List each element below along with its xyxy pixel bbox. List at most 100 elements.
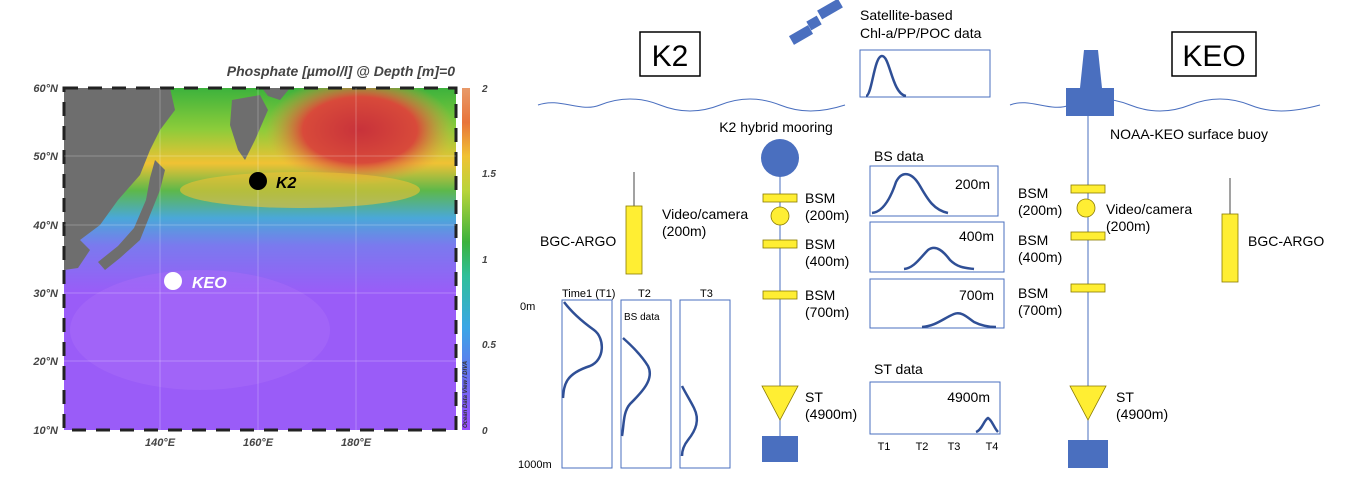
- profile-time1-label: Time1 (T1): [562, 288, 615, 300]
- keo-buoy-tower: [1080, 50, 1102, 88]
- k2-bsm-depth: (200m): [805, 207, 849, 223]
- colorbar: [462, 88, 470, 430]
- satellite-data-panel: [859, 49, 991, 98]
- k2-title-box: [639, 31, 701, 77]
- phosphate-map: Phosphate [µmol/l] @ Depth [m]=0 60°N 50…: [32, 63, 496, 449]
- bs-panel-depth: 400m: [959, 228, 994, 244]
- colorbar-label: 1.5: [482, 169, 496, 180]
- sea-surface-keo: [1009, 98, 1321, 112]
- keo-camera-label: Video/camera: [1106, 201, 1192, 217]
- lat-label: 20°N: [32, 356, 59, 368]
- keo-buoy-hull: [1066, 88, 1114, 116]
- keo-bsm-label: BSM: [1018, 185, 1048, 201]
- k2-bsm-700: [762, 290, 798, 300]
- k2-bgc-argo-label: BGC-ARGO: [540, 233, 616, 249]
- colorbar-label: 0: [482, 426, 488, 437]
- st-time-label: T4: [986, 441, 999, 453]
- lat-label: 60°N: [33, 83, 59, 95]
- keo-title: KEO: [1182, 40, 1245, 73]
- keo-st-label: ST: [1116, 389, 1134, 405]
- keo-bsm-depth: (700m): [1018, 302, 1062, 318]
- satellite-label: Satellite-based: [860, 7, 953, 23]
- keo-bgc-argo-label: BGC-ARGO: [1248, 233, 1324, 249]
- lat-label: 30°N: [33, 288, 59, 300]
- bs-panel-400: [869, 221, 1005, 273]
- bs-curve-400: [903, 246, 975, 271]
- k2-station-label: K2: [276, 175, 297, 192]
- k2-camera-depth: (200m): [662, 223, 706, 239]
- keo-title-box: [1171, 31, 1257, 77]
- map-title: Phosphate [µmol/l] @ Depth [m]=0: [227, 63, 455, 79]
- st-time-label: T1: [878, 441, 891, 453]
- kamchatka-landmass: [230, 95, 268, 160]
- colorbar-label: 1: [482, 255, 488, 266]
- keo-bgc-argo: [1221, 213, 1239, 283]
- satellite-icon: [788, 0, 843, 45]
- profile-curve-t2: [620, 337, 651, 437]
- k2-bsm-200: [762, 193, 798, 203]
- bs-panel-depth: 200m: [955, 176, 990, 192]
- keo-buoy-label: NOAA-KEO surface buoy: [1110, 126, 1268, 142]
- lat-label: 40°N: [32, 220, 59, 232]
- sea-surface-k2: [537, 98, 846, 112]
- k2-mooring-label: K2 hybrid mooring: [719, 119, 833, 135]
- lon-label: 140°E: [145, 437, 176, 449]
- k2-bsm-label: BSM: [805, 190, 835, 206]
- lon-label: 160°E: [243, 437, 274, 449]
- keo-bsm-depth: (400m): [1018, 249, 1062, 265]
- colorbar-label: 2: [481, 84, 488, 95]
- keo-st-depth: (4900m): [1116, 406, 1168, 422]
- k2-station-marker: [249, 172, 267, 190]
- bs-data-label: BS data: [874, 148, 924, 164]
- keo-bsm-700: [1070, 283, 1106, 293]
- keo-anchor: [1068, 440, 1108, 468]
- profile-curve-t3: [680, 385, 699, 457]
- k2-bgc-argo: [625, 205, 643, 275]
- keo-camera: [1076, 198, 1096, 218]
- bs-panel-700: [869, 278, 1005, 329]
- satellite-curve: [864, 54, 907, 98]
- st-curve-4900: [975, 416, 999, 434]
- k2-st-label: ST: [805, 389, 823, 405]
- lat-label: 10°N: [33, 425, 59, 437]
- keo-camera-depth: (200m): [1106, 218, 1150, 234]
- observation-diagram: K2 KEO Satellite-based Chl-a/PP/POC data…: [518, 0, 1324, 471]
- k2-anchor: [762, 436, 798, 462]
- lon-label: 180°E: [341, 437, 372, 449]
- bs-panel-depth: 700m: [959, 287, 994, 303]
- st-time-label: T2: [916, 441, 929, 453]
- profile-box-t1: [561, 299, 613, 469]
- k2-bsm-label: BSM: [805, 236, 835, 252]
- keo-sediment-trap: [1069, 385, 1107, 421]
- colorbar-label: 0.5: [482, 340, 496, 351]
- keo-station-marker: [164, 272, 182, 290]
- japan-landmass: [98, 160, 165, 270]
- k2-float: [761, 139, 799, 177]
- lat-label: 50°N: [33, 151, 59, 163]
- keo-bsm-depth: (200m): [1018, 202, 1062, 218]
- keo-bsm-400: [1070, 231, 1106, 241]
- profile-box-t3: [679, 299, 731, 469]
- st-panel-depth: 4900m: [947, 389, 990, 405]
- k2-bsm-depth: (700m): [805, 304, 849, 320]
- bs-curve-200: [871, 173, 949, 215]
- profile-curve-t1: [561, 301, 603, 399]
- bs-curve-700: [921, 312, 997, 329]
- k2-st-depth: (4900m): [805, 406, 857, 422]
- satellite-label: Chl-a/PP/POC data: [860, 25, 982, 41]
- k2-bsm-depth: (400m): [805, 253, 849, 269]
- keo-station-label: KEO: [192, 275, 227, 292]
- k2-sediment-trap: [761, 385, 799, 421]
- profile-t2-label: T2: [638, 288, 651, 300]
- st-data-label: ST data: [874, 361, 923, 377]
- k2-bsm-400: [762, 239, 798, 249]
- k2-title: K2: [652, 40, 689, 73]
- asia-landmass: [64, 88, 175, 240]
- map-credit: Ocean Data View / DIVA: [463, 361, 469, 428]
- korea-landmass: [64, 240, 90, 270]
- keo-bsm-label: BSM: [1018, 285, 1048, 301]
- profile-bs-label: BS data: [624, 312, 660, 323]
- k2-bsm-label: BSM: [805, 287, 835, 303]
- k2-camera: [770, 206, 790, 226]
